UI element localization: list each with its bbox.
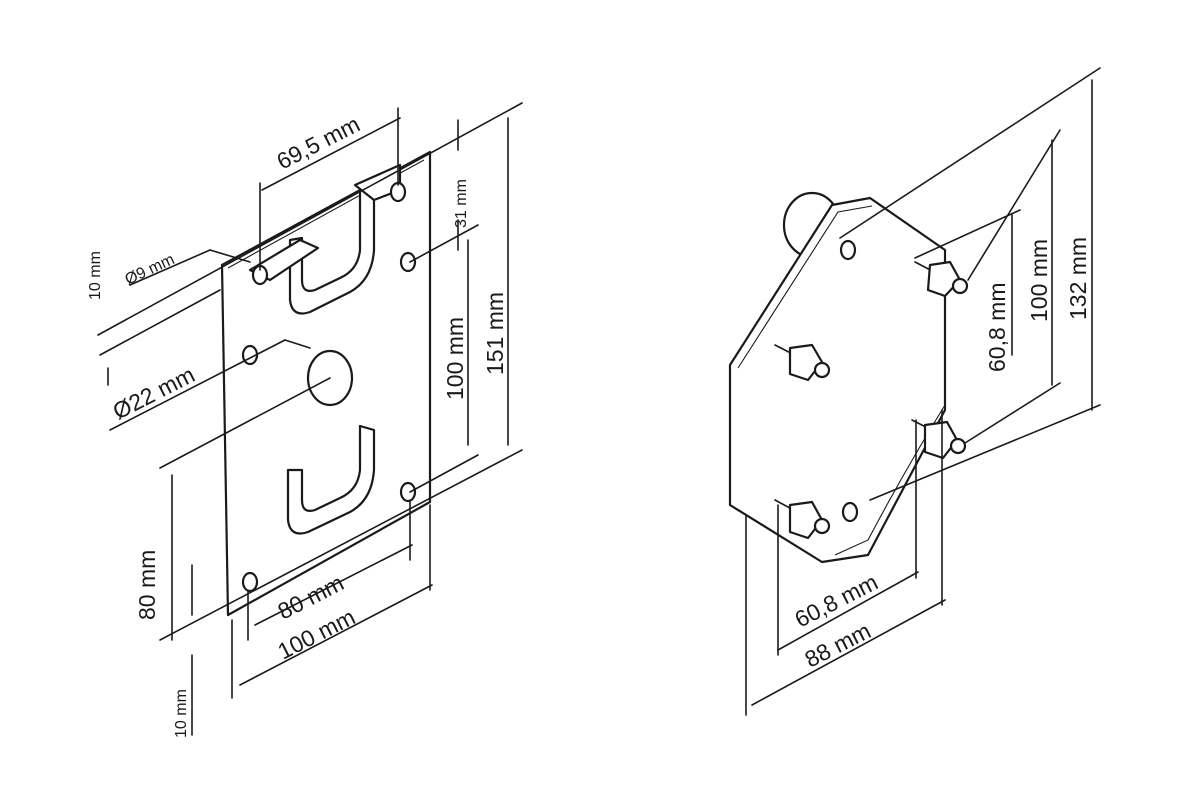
label-bottom-10-mm: 10 mm	[173, 689, 190, 738]
label-80-mm-vertical: 80 mm	[134, 550, 160, 620]
right-plate-body	[728, 196, 947, 564]
label-151-mm: 151 mm	[482, 292, 508, 375]
hole-lower-right	[399, 481, 417, 503]
right-mounting-plate	[728, 191, 969, 564]
bolt-top-right	[914, 260, 969, 298]
label-69-5-mm: 69,5 mm	[272, 111, 364, 175]
label-100-mm-vertical: 100 mm	[442, 317, 468, 400]
label-31-mm: 31 mm	[453, 179, 470, 228]
label-hole-22mm: Ø22 mm	[108, 361, 198, 424]
bolt-lower-right	[911, 419, 967, 460]
left-mounting-plate	[220, 150, 432, 617]
label-100-mm-right: 100 mm	[1026, 239, 1052, 322]
label-hole-9mm: Ø9 mm	[123, 251, 178, 289]
label-top-10-mm: 10 mm	[87, 251, 104, 300]
hole-upper-right	[399, 251, 417, 273]
left-dimension-lines	[97, 102, 523, 736]
lower-hook	[286, 424, 376, 535]
bolt-mid-left	[774, 343, 831, 382]
bolt-bottom-left	[774, 499, 831, 540]
right-dimension-lines	[745, 67, 1101, 716]
hole-bottom	[841, 501, 859, 523]
label-60-8-mm-vertical: 60,8 mm	[984, 283, 1010, 372]
label-132-mm: 132 mm	[1065, 237, 1091, 320]
hole-bottom-left	[241, 571, 259, 593]
hole-top	[839, 239, 857, 261]
